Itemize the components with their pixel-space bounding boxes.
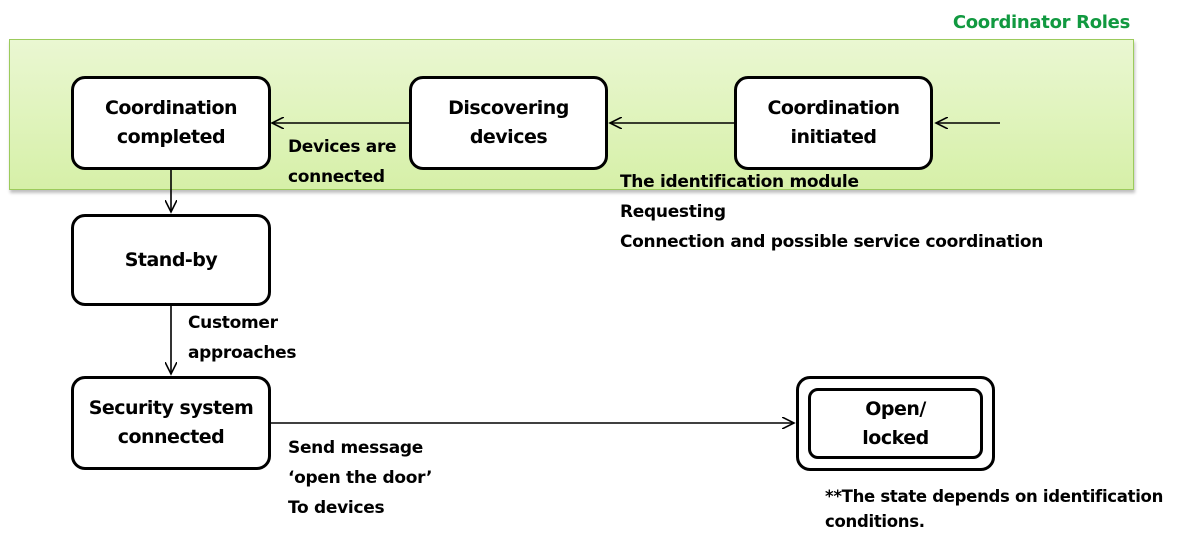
state-label: Coordination completed bbox=[104, 97, 238, 148]
region-title: Coordinator Roles bbox=[952, 12, 1130, 33]
final-state-outer-border bbox=[796, 376, 995, 471]
state-label: Coordination initiated bbox=[767, 97, 900, 148]
state-stand-by: Stand-by bbox=[71, 214, 271, 306]
state-coordination-completed: Coordination completed bbox=[71, 76, 271, 170]
label-devices-connected: Devices are connected bbox=[288, 137, 397, 187]
state-discovering-devices: Discovering devices bbox=[409, 76, 608, 170]
state-open-locked: Open/ locked bbox=[808, 388, 983, 459]
note-state-depends: **The state depends on identification co… bbox=[825, 487, 1164, 531]
state-label: Discovering devices bbox=[448, 97, 569, 148]
state-security-system-connected: Security system connected bbox=[71, 376, 271, 470]
label-identification-module: The identification module Requesting Con… bbox=[620, 172, 1044, 252]
state-label: Security system connected bbox=[88, 397, 254, 448]
state-label: Open/ locked bbox=[862, 397, 929, 449]
label-send-message: Send message ‘open the door’ To devices bbox=[288, 438, 433, 518]
state-label: Stand-by bbox=[124, 248, 218, 271]
label-customer-approaches: Customer approaches bbox=[188, 313, 297, 363]
state-coordination-initiated: Coordination initiated bbox=[734, 76, 933, 170]
